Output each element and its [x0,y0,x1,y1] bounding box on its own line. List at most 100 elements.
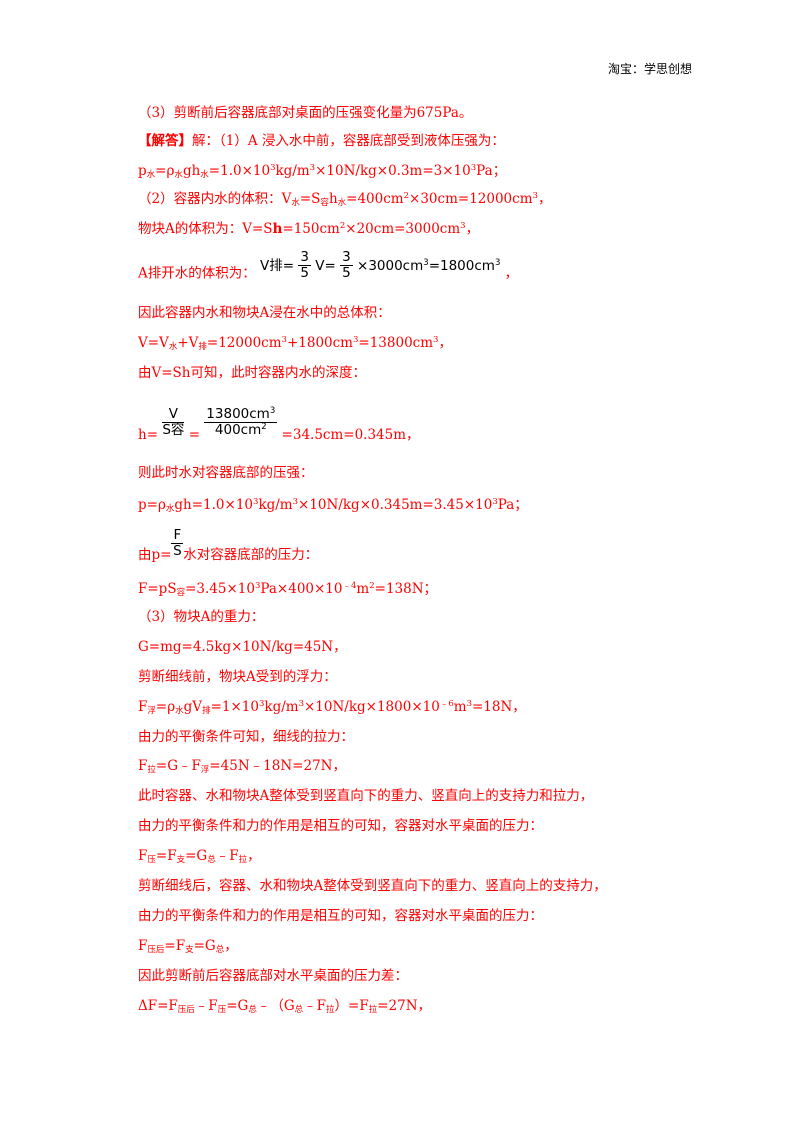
text-run: =F [155,848,177,864]
text-run: 物块A的体积为：V=S [138,221,273,237]
text-run: gh [182,163,201,179]
vdisp-lhs: V排= [260,257,295,274]
text-line: 由力的平衡条件和力的作用是相互的可知，容器对水平桌面的压力： [138,817,543,835]
text-run: p [138,163,147,179]
text-run: F [138,938,148,954]
subscript: 浮 [147,706,156,716]
text-run: V=V [138,335,169,351]
text-run: （2）容器内水的体积：V [138,191,292,207]
text-line: 则此时水对容器底部的压强： [138,464,314,482]
superscript: 3 [258,699,265,709]
text-run: p=ρ [138,497,166,513]
text-run: 由力的平衡条件和力的作用是相互的可知，容器对水平桌面的压力： [138,818,543,834]
text-run: =150cm [282,221,340,237]
text-line: F压后=F支=G总， [138,937,238,955]
subscript: 水 [165,504,175,514]
text-line: （3）物块A的重力： [138,608,264,626]
text-run: =G [226,998,249,1014]
subscript: 排 [202,706,211,716]
text-line: 因此容器内水和物块A浸在水中的总体积： [138,304,391,322]
text-run: =ρ [155,699,176,715]
depth-f2-den: 400cm [214,422,262,438]
superscript: ﹣4 [342,581,357,591]
vdisp-mid: V= [315,257,336,274]
subscript: 排 [198,342,207,352]
subscript: 水 [337,198,347,208]
text-line: 由V=Sh可知，此时容器内水的深度： [138,364,366,382]
text-run: ， [438,335,452,351]
text-line: 物块A的体积为：V=Sh=150cm2×20cm=3000cm3， [138,220,479,238]
text-run: =G [193,938,216,954]
text-run: =1×10 [210,699,259,715]
subscript: 总 [207,855,216,865]
subscript: 压 [147,855,156,865]
pressure-prefix: 由p= [138,547,172,563]
subscript: 水 [291,198,300,208]
subscript: 拉 [368,1005,378,1015]
depth-f1-num: V [162,407,185,423]
page-header: 淘宝：学思创想 [607,62,692,76]
text-run: ×10N/kg×0.3m=3×10 [315,163,471,179]
text-run: =138N； [374,581,438,597]
text-run: G=mg=4.5kg×10N/kg=45N， [138,639,347,655]
pressure-f-den: S [173,543,182,559]
text-run: ， [224,938,238,954]
superscript: 3 [532,191,538,201]
depth-f1-den: S容 [162,422,185,438]
text-line: F压=F支=G总﹣F拉， [138,847,261,865]
pressure-suffix: 水对容器底部的压力： [183,547,319,563]
subscript: 拉 [238,855,248,865]
text-run: ﹣F [215,848,239,864]
superscript: 3 [253,497,259,507]
text-line: F=pS容=3.45×103Pa×400×10﹣4m2=138N； [138,580,437,598]
superscript: 3 [309,163,316,173]
subscript: 支 [185,945,194,955]
superscript: 3 [352,335,359,345]
depth-eq: = [188,427,200,443]
text-run: =ρ [155,163,175,179]
text-line: V=V水+V排=12000cm3+1800cm3=13800cm3， [138,334,452,352]
text-run: ﹣F [194,998,218,1014]
text-line: F浮=ρ水gV排=1×103kg/m3×10N/kg×1800×10﹣6m3=1… [138,698,526,716]
text-line: p=ρ水gh=1.0×103kg/m3×10N/kg×0.345m=3.45×1… [138,496,528,514]
text-run: Pa； [497,497,528,513]
text-run: 解：（1）A 浸入水中前，容器底部受到液体压强为： [192,133,505,149]
text-line: 由力的平衡条件可知，细线的拉力： [138,728,354,746]
subscript: 支 [176,855,186,865]
depth-f2-num-sup: 3 [269,406,276,416]
text-run: ， [465,221,480,237]
text-run: 则此时水对容器底部的压强： [138,465,314,481]
superscript: 3 [281,335,287,345]
vdisp-rhs: ×3000cm [357,257,424,274]
text-run: =G﹣F [155,758,201,774]
subscript: 水 [200,170,209,180]
text-run: ﹣（G [256,998,295,1014]
text-run: m [453,699,467,715]
superscript: 3 [460,221,466,231]
text-run: m [356,581,370,597]
subscript: 压 [217,1005,227,1015]
text-run: gh=1.0×10 [174,497,254,513]
text-run: ΔF=F [138,998,178,1014]
text-run: ， [247,848,261,864]
subscript: 容 [320,198,329,208]
text-run: 剪断细线后，容器、水和物块A整体受到竖直向下的重力、竖直向上的支持力， [138,878,607,894]
text-run: =S [299,191,321,207]
text-run: =18N， [471,699,526,715]
subscript: 水 [146,170,156,180]
text-run: =400cm [346,191,404,207]
text-run: 由V=Sh可知，此时容器内水的深度： [138,365,367,381]
text-run: Pa×400×10 [260,581,343,597]
text-run: （3）物块A的重力： [138,609,265,625]
superscript: ﹣6 [439,699,454,709]
text-run: ×20cm=3000cm [345,221,461,237]
subscript: 压后 [177,1005,195,1015]
formula-label: A排开水的体积为： [138,265,256,282]
superscript: 3 [270,163,276,173]
depth-f2-den-sup: 2 [261,422,267,432]
superscript: 3 [492,497,498,507]
text-run: kg/m [258,497,293,513]
text-line: 剪断细线后，容器、水和物块A整体受到竖直向下的重力、竖直向上的支持力， [138,877,607,895]
